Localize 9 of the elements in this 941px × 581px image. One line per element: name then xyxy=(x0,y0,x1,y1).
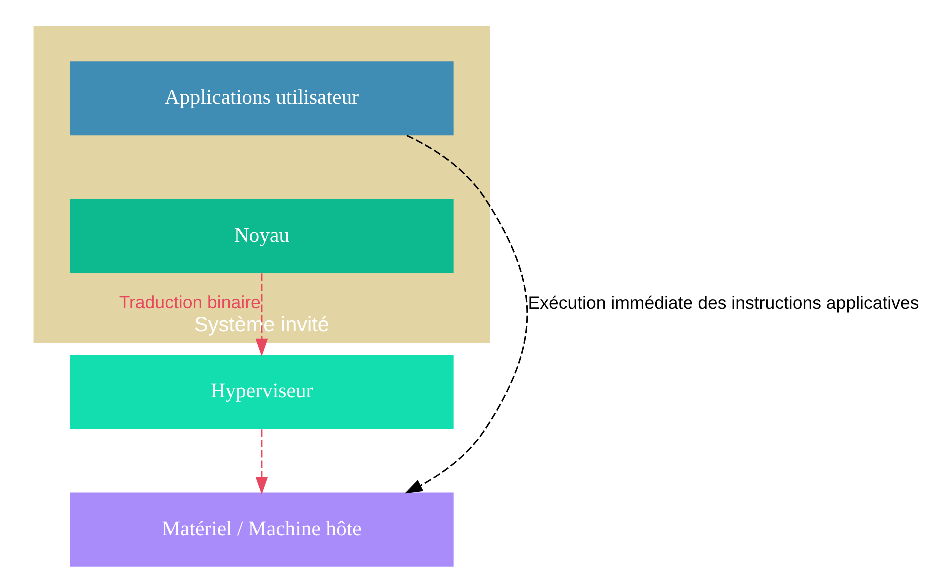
edge-label: Traduction binaire xyxy=(118,292,260,313)
node-box: Applications utilisateur xyxy=(70,62,454,136)
arrow xyxy=(255,274,268,357)
node-box: Matériel / Machine hôte xyxy=(70,492,454,567)
node-box: Hyperviseur xyxy=(70,354,454,430)
node-box: Noyau xyxy=(70,199,454,274)
arrow xyxy=(404,135,528,494)
edge-label: Exécution immédiate des instructions applicatives xyxy=(528,293,919,314)
arrow xyxy=(255,430,268,495)
